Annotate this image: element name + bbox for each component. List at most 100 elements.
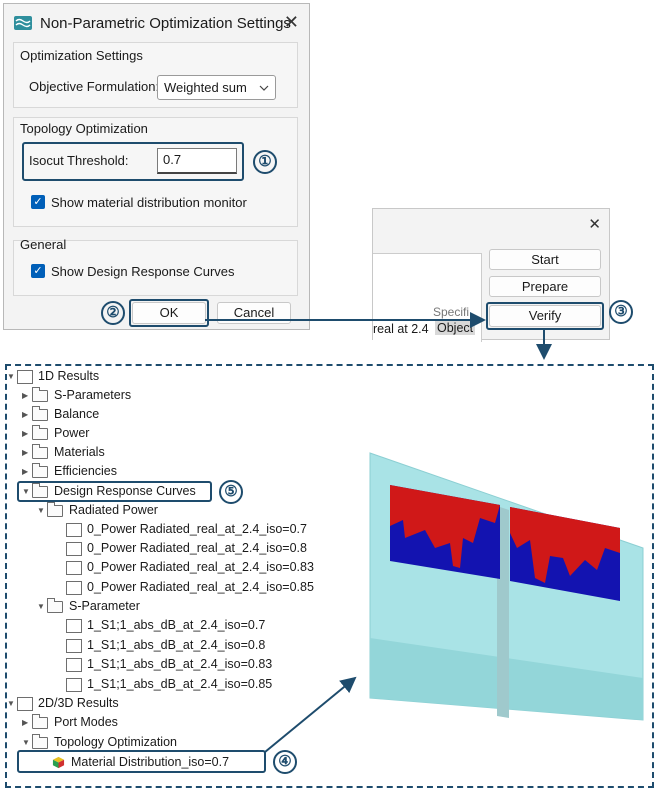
highlight-box-curves <box>17 481 212 502</box>
general-label: General <box>20 237 67 252</box>
folder-icon <box>32 424 48 440</box>
collapse-icon: ▶ <box>22 447 29 457</box>
start-button[interactable]: Start <box>489 249 601 270</box>
folder-icon <box>32 443 48 459</box>
collapse-icon: ▶ <box>22 717 29 727</box>
tree-node-radiated-power[interactable]: ▼Radiated Power <box>37 501 158 520</box>
highlight-box-ok <box>129 299 209 327</box>
results-panel <box>5 364 654 788</box>
callout-2: ② <box>101 301 125 325</box>
callout-3: ③ <box>609 300 633 324</box>
tree-label: 0_Power Radiated_real_at_2.4_iso=0.85 <box>87 579 314 594</box>
tree-item-sp-1[interactable]: 1_S1;1_abs_dB_at_2.4_iso=0.7 <box>66 616 265 635</box>
folder-icon <box>47 501 63 517</box>
tree-label: S-Parameters <box>54 387 132 402</box>
expand-icon: ▼ <box>37 601 45 611</box>
optimization-settings-dialog: Non-Parametric Optimization Settings ✕ O… <box>3 3 310 330</box>
tree-node-topology-optimization[interactable]: ▼ Topology Optimization <box>22 733 177 752</box>
expand-icon: ▼ <box>22 737 30 747</box>
tree-node-s-parameter[interactable]: ▼ S-Parameter <box>37 597 140 616</box>
objective-formulation-label: Objective Formulation: <box>29 79 160 94</box>
tree-item-material-distribution[interactable]: Material Distribution_iso=0.7 <box>52 753 229 772</box>
tree-label: 0_Power Radiated_real_at_2.4_iso=0.7 <box>87 521 307 536</box>
expand-icon: ▼ <box>7 698 15 708</box>
curve-icon <box>66 522 82 537</box>
collapse-icon: ▶ <box>22 390 29 400</box>
collapse-icon: ▶ <box>22 428 29 438</box>
tree-label: 1_S1;1_abs_dB_at_2.4_iso=0.83 <box>87 656 273 671</box>
verify-button[interactable]: Verify <box>489 305 601 327</box>
tree-node-balance[interactable]: ▶Balance <box>22 405 99 424</box>
tree-item-rp-4[interactable]: 0_Power Radiated_real_at_2.4_iso=0.85 <box>66 578 314 597</box>
tree-node-2d3d-results[interactable]: ▼ 2D/3D Results <box>7 694 119 713</box>
show-monitor-label: Show material distribution monitor <box>51 195 247 210</box>
app-icon <box>14 16 32 30</box>
show-curves-label: Show Design Response Curves <box>51 264 235 279</box>
show-curves-checkbox[interactable]: ✓ <box>31 264 45 278</box>
tree-node-port-modes[interactable]: ▶ Port Modes <box>22 713 118 732</box>
callout-5: ⑤ <box>219 480 243 504</box>
chevron-down-icon <box>259 85 269 91</box>
close-icon[interactable]: ✕ <box>283 12 299 32</box>
objective-formulation-select[interactable]: Weighted sum <box>157 75 276 100</box>
tree-label: Efficiencies <box>54 463 117 478</box>
tree-item-rp-2[interactable]: 0_Power Radiated_real_at_2.4_iso=0.8 <box>66 539 307 558</box>
topology-optimization-label: Topology Optimization <box>20 121 148 136</box>
table-cell-object: Object <box>435 321 476 335</box>
close-icon[interactable]: ✕ <box>588 216 601 233</box>
collapse-icon: ▶ <box>22 409 29 419</box>
tree-item-rp-3[interactable]: 0_Power Radiated_real_at_2.4_iso=0.83 <box>66 558 314 577</box>
folder-icon <box>32 733 48 749</box>
material-distribution-3d-view <box>369 452 644 721</box>
curve-icon <box>66 657 82 672</box>
results-icon <box>17 369 33 384</box>
tree-label: Power <box>54 425 90 440</box>
curve-icon <box>66 560 82 575</box>
tree-label: 1D Results <box>38 368 100 383</box>
tree-label: Design Response Curves <box>54 483 196 498</box>
callout-1: ① <box>253 150 277 174</box>
dialog-title: Non-Parametric Optimization Settings <box>40 14 291 32</box>
objective-formulation-value: Weighted sum <box>164 80 247 95</box>
tree-label: 0_Power Radiated_real_at_2.4_iso=0.8 <box>87 540 307 555</box>
prepare-button[interactable]: Prepare <box>489 276 601 297</box>
tree-node-efficiencies[interactable]: ▶Efficiencies <box>22 462 117 481</box>
tree-label: S-Parameter <box>69 598 140 613</box>
tree-node-s-parameters[interactable]: ▶ S-Parameters <box>22 386 131 405</box>
folder-icon <box>32 713 48 729</box>
ok-button[interactable]: OK <box>132 302 206 324</box>
folder-icon <box>32 482 48 498</box>
solver-dialog: ✕ Specifi real at 2.4 Object Start Prepa… <box>372 208 610 342</box>
expand-icon: ▼ <box>22 486 30 496</box>
table-cell: real at 2.4 <box>373 322 429 336</box>
cancel-button[interactable]: Cancel <box>217 302 291 324</box>
topology-optimization-group <box>13 117 298 227</box>
tree-item-sp-3[interactable]: 1_S1;1_abs_dB_at_2.4_iso=0.83 <box>66 655 272 674</box>
show-monitor-checkbox[interactable]: ✓ <box>31 195 45 209</box>
curve-icon <box>66 638 82 653</box>
tree-item-rp-1[interactable]: 0_Power Radiated_real_at_2.4_iso=0.7 <box>66 520 307 539</box>
void-region-left <box>390 485 500 568</box>
tree-label: 1_S1;1_abs_dB_at_2.4_iso=0.85 <box>87 676 273 691</box>
tree-item-sp-4[interactable]: 1_S1;1_abs_dB_at_2.4_iso=0.85 <box>66 675 272 694</box>
tree-label: 2D/3D Results <box>38 695 119 710</box>
folder-icon <box>32 386 48 402</box>
tree-label: Port Modes <box>54 714 118 729</box>
tree-node-design-response-curves[interactable]: ▼ Design Response Curves <box>22 482 196 501</box>
callout-4: ④ <box>273 750 297 774</box>
tree-node-power[interactable]: ▶ Power <box>22 424 89 443</box>
expand-icon: ▼ <box>37 505 45 515</box>
isocut-threshold-label: Isocut Threshold: <box>29 153 129 168</box>
tree-item-sp-2[interactable]: 1_S1;1_abs_dB_at_2.4_iso=0.8 <box>66 636 265 655</box>
curve-icon <box>66 618 82 633</box>
curve-icon <box>66 677 82 692</box>
dialog-title-bar: Non-Parametric Optimization Settings <box>14 8 304 38</box>
tree-label: Topology Optimization <box>54 734 177 749</box>
tree-label: Materials <box>54 444 105 459</box>
isocut-threshold-input[interactable]: 0.7 <box>157 148 237 174</box>
tree-node-1d-results[interactable]: ▼ 1D Results <box>7 367 99 386</box>
general-group <box>13 240 298 296</box>
tree-label: 1_S1;1_abs_dB_at_2.4_iso=0.7 <box>87 617 266 632</box>
curve-icon <box>66 541 82 556</box>
tree-node-materials[interactable]: ▶ Materials <box>22 443 105 462</box>
